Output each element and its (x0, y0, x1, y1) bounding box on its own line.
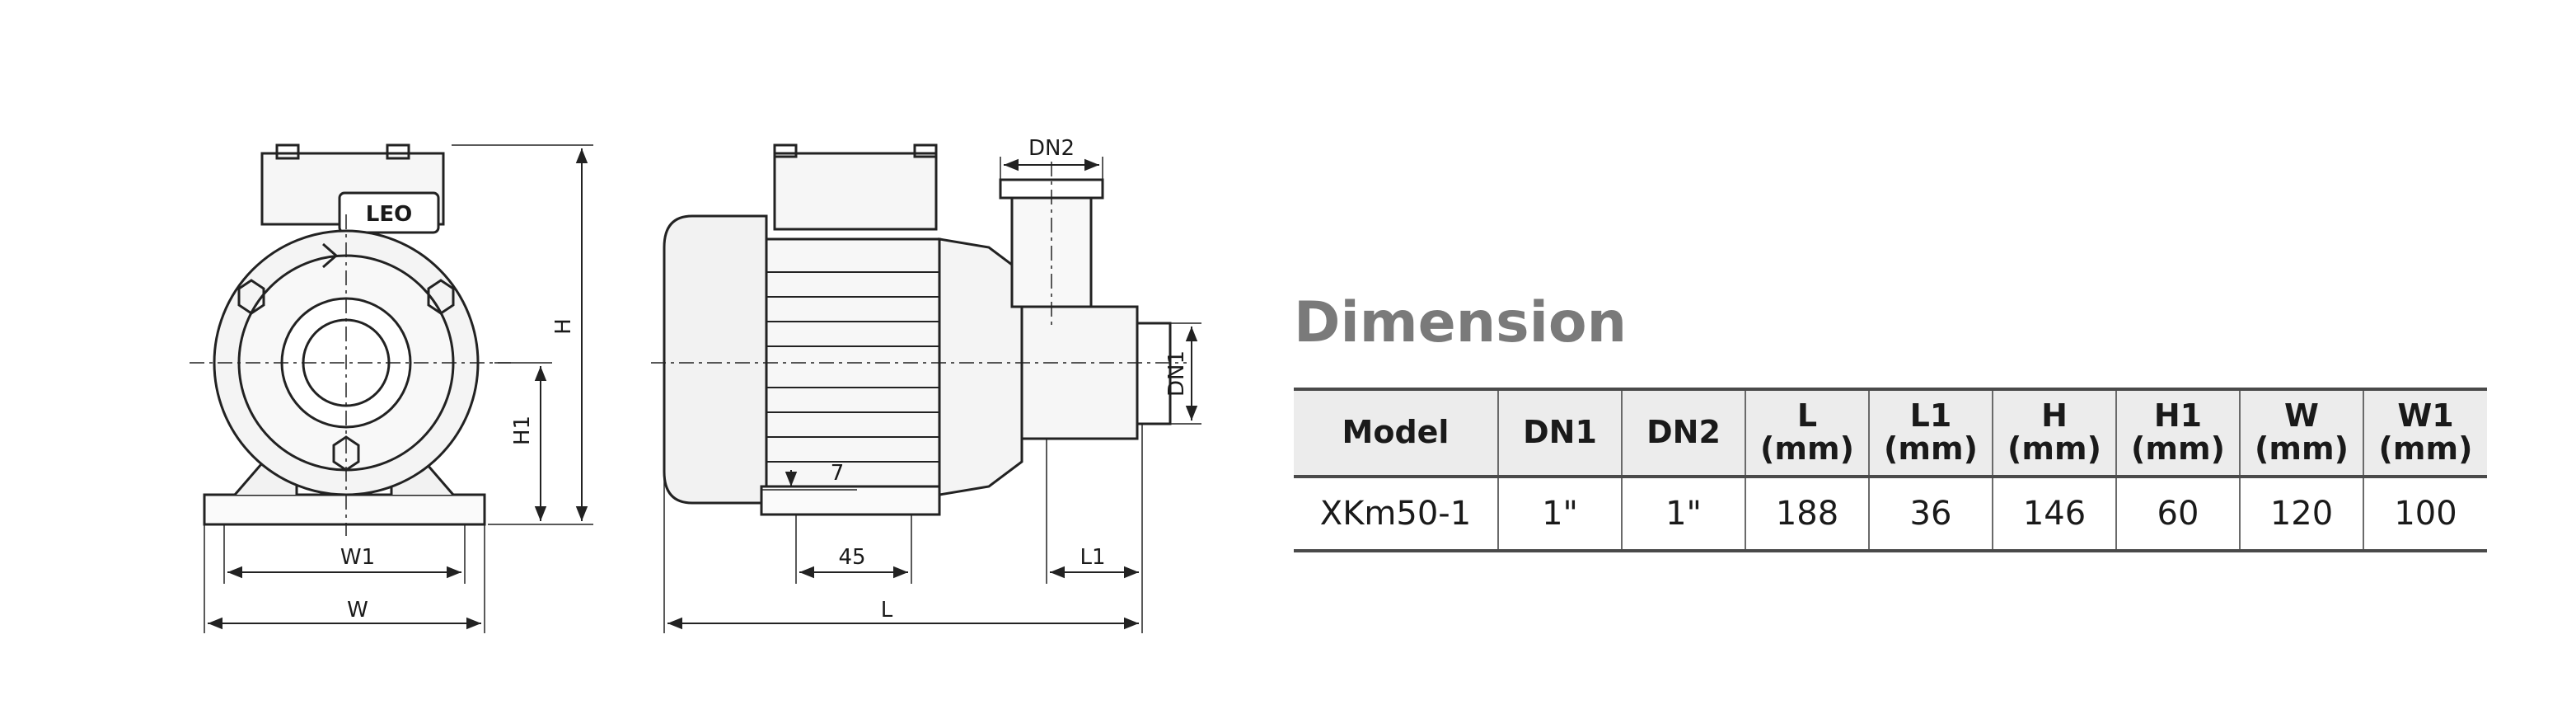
header-dn1: DN1 (1497, 388, 1623, 478)
header-l: L(mm) (1745, 388, 1870, 478)
front-bolt-left (237, 279, 265, 315)
cell-dn1: 1" (1497, 477, 1623, 552)
front-bolt-bottom (332, 435, 360, 472)
cell-model: XKm50-1 (1294, 477, 1499, 552)
dimension-table: Model DN1 DN2 L(mm) L1(mm) H(mm) H1(mm) … (1294, 388, 2487, 552)
cell-l1: 36 (1868, 477, 1993, 552)
side-terminal-box (773, 152, 938, 231)
header-l1: L1(mm) (1868, 388, 1993, 478)
header-w1: W1(mm) (2363, 388, 2487, 478)
cell-dn2: 1" (1621, 477, 1746, 552)
side-screw-left (773, 143, 798, 158)
h-label: H (551, 318, 576, 335)
w-label: W (347, 598, 368, 623)
h1-label: H1 (510, 416, 535, 445)
technical-drawing: LEO H H1 W1 W DN2 DN1 7 45 L1 L (190, 136, 1201, 633)
side-view (651, 143, 1201, 633)
side-inlet-body (1020, 305, 1139, 440)
front-brand-plate (338, 191, 440, 234)
dimension-title: Dimension (1294, 290, 1628, 355)
front-view (190, 143, 593, 633)
dn2-label: DN2 (1028, 136, 1075, 161)
header-h1: H1(mm) (2115, 388, 2241, 478)
brand-label: LEO (366, 202, 412, 227)
front-rotation-mark (322, 242, 339, 269)
dn1-label: DN1 (1164, 350, 1189, 397)
front-screw-right (386, 143, 410, 160)
side-rear-cap (663, 214, 768, 505)
foot-offset-label: 45 (838, 545, 865, 570)
table-row: XKm50-1 1" 1" 188 36 146 60 120 100 (1294, 477, 2487, 552)
side-screw-right (913, 143, 938, 158)
l1-label: L1 (1080, 545, 1105, 570)
cell-h: 146 (1992, 477, 2117, 552)
header-h: H(mm) (1992, 388, 2117, 478)
cell-l: 188 (1745, 477, 1870, 552)
side-base (760, 485, 941, 516)
w1-label: W1 (340, 545, 375, 570)
cell-w: 120 (2239, 477, 2364, 552)
side-motor-body (765, 237, 941, 505)
l-label: L (881, 598, 893, 623)
cell-h1: 60 (2115, 477, 2241, 552)
side-cooling-fins (766, 271, 939, 463)
header-w: W(mm) (2239, 388, 2364, 478)
cell-w1: 100 (2363, 477, 2487, 552)
table-header-row: Model DN1 DN2 L(mm) L1(mm) H(mm) H1(mm) … (1294, 388, 2487, 478)
front-bolt-right (427, 279, 455, 315)
base-thickness-label: 7 (831, 461, 845, 486)
side-pump-housing (938, 237, 1023, 496)
front-base-plate (203, 493, 486, 526)
front-screw-left (275, 143, 300, 160)
header-dn2: DN2 (1621, 388, 1746, 478)
header-model: Model (1294, 388, 1499, 478)
side-inlet-flange (1136, 322, 1172, 425)
